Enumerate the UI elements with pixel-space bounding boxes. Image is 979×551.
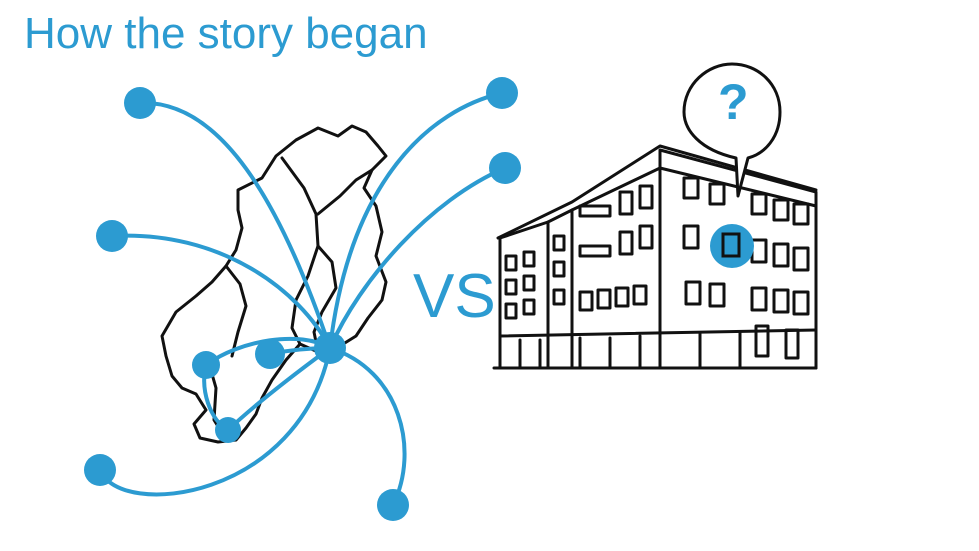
speech-bubble-question-mark: ? xyxy=(718,74,749,130)
slide-title: How the story began xyxy=(24,9,428,58)
highlighted-apartment-marker xyxy=(710,224,754,268)
network-node-icon xyxy=(377,489,409,521)
network-node-icon xyxy=(124,87,156,119)
network-node-icon xyxy=(486,77,518,109)
vs-label: VS xyxy=(413,262,496,331)
network-node-icon xyxy=(489,152,521,184)
network-nodes xyxy=(84,77,521,521)
network-node-icon xyxy=(255,339,285,369)
network-node-icon xyxy=(84,454,116,486)
apartment-building-icon xyxy=(492,144,818,370)
network-node-icon xyxy=(314,332,346,364)
network-node-icon xyxy=(215,417,241,443)
speech-bubble-icon xyxy=(682,62,782,198)
network-node-icon xyxy=(96,220,128,252)
scandinavia-map-icon xyxy=(160,124,388,444)
network-node-icon xyxy=(192,351,220,379)
